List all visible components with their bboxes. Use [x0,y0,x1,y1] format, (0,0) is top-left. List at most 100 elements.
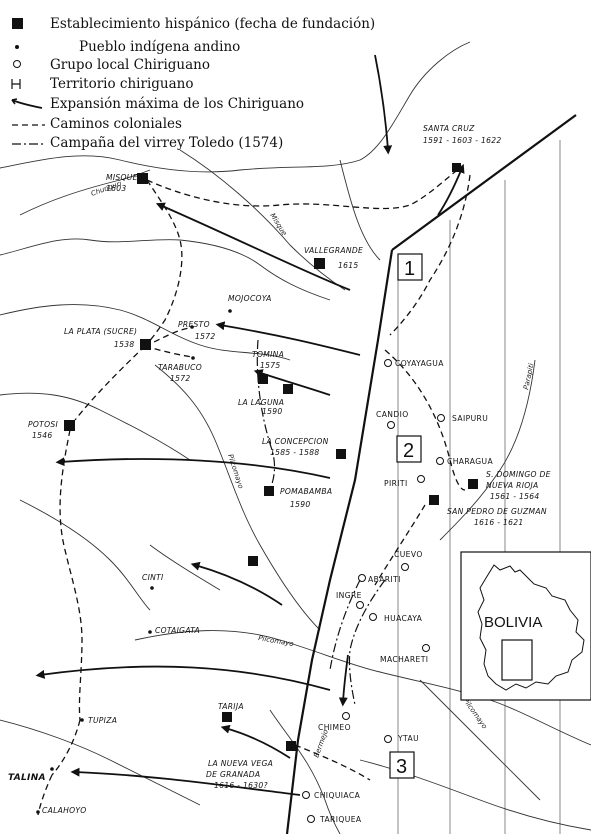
settlement-vallegrande-name: VALLEGRANDE [304,246,363,255]
andean-villages: PRESTO 1572 TARABUCO 1572 MOJOCOYA CINTI… [8,294,272,815]
settlement-potosi-marker [64,420,75,431]
village-tarabuco-marker [191,356,195,360]
river-tarija-branch [19,499,151,611]
settlement-s-domingo-name2: NUEVA RIOJA [486,481,539,490]
group-chiquiaca-name: CHIQUIACA [314,791,361,800]
group-ytau-name: YTAU [397,734,419,743]
river-pilcomayo-upper [154,364,321,631]
legend-territory-symbol [11,79,21,89]
group-huacaya-marker [369,613,377,621]
road-southeast-network [384,349,466,491]
settlement-tomina-name: TOMINA [252,350,284,359]
expansion-arrow [220,724,291,759]
settlement-la-plata-date: 1538 [114,340,135,349]
road-potosi-south [59,429,83,721]
river-label-bermejo: Bermejo [312,728,330,758]
road-laplata-tarabuco [144,345,193,358]
village-tupiza-marker [80,718,84,722]
hispanic-settlements: SANTA CRUZ 1591 - 1603 - 1622 MISQUE 160… [28,124,550,790]
road-east-frontier [389,174,471,336]
village-cotaigata-name: COTAIGATA [155,626,200,635]
group-saipuru-name: SAIPURU [452,414,488,423]
group-chiquiaca-marker [302,791,310,799]
settlement-santa-cruz-name: SANTA CRUZ [423,124,475,133]
legend-expansion-arrowhead [11,98,18,105]
settlement-la-concepcion-name: LA CONCEPCION [262,437,329,446]
river-rio-grande [0,238,331,301]
settlement-vallegrande-marker [314,258,325,269]
legend-andean-label: Pueblo indígena andino [79,39,240,55]
river-pilcomayo-lower [419,679,541,801]
settlement-pomabamba-date: 1590 [290,500,311,509]
road-tarija-east [294,744,371,781]
settlement-s-domingo-marker [468,479,478,489]
settlement-san-pedro-name: SAN PEDRO DE GUZMAN [447,507,547,516]
settlement-la-laguna-date: 1590 [262,407,283,416]
group-piriti-marker [417,475,425,483]
group-piriti-name: PIRITI [384,479,408,488]
colonial-roads [37,167,471,816]
settlement-la-plata-marker [140,339,151,350]
map-grid [397,140,561,834]
group-candio-name: CANDIO [376,410,409,419]
expansion-arrow [35,665,331,691]
village-cinti-marker [150,586,154,590]
zone-3-box [389,751,415,779]
group-ingre-marker [356,601,364,609]
group-chimeo-name: CHIMEO [318,723,351,732]
village-mojocoya-marker [228,309,232,313]
river-misque [179,149,346,291]
group-tariquea-name: TARIQUEA [319,815,362,824]
settlement-potosi-name: POTOSI [28,420,58,429]
settlement-vallegrande-date: 1615 [338,261,359,270]
river-label-pilcomayo-upper: Pilcomayo [226,453,245,490]
legend-campaign-label: Campaña del virrey Toledo (1574) [50,135,283,151]
settlement-pomabamba-name: POMABAMBA [280,487,332,496]
group-ytau-marker [384,735,392,743]
settlement-unnamed-marker [248,556,258,566]
village-mojocoya-name: MOJOCOYA [228,294,272,303]
road-misque-east [146,167,461,210]
expansion-arrow [374,54,393,155]
zone-2-number: 2 [403,440,414,462]
village-talina-name: TALINA [8,773,46,783]
zone-1-box [397,253,423,281]
village-presto-name: PRESTO [178,320,210,329]
settlement-san-pedro-date: 1616 - 1621 [474,518,524,527]
river-tributary-west [0,392,191,461]
expansion-arrow [338,654,349,707]
settlement-la-laguna-name: LA LAGUNA [238,398,284,407]
river-cotaigata [149,544,221,591]
expansion-arrow [190,561,283,606]
settlement-la-nueva-vega-date: 1616 - 1630? [214,781,268,790]
settlement-potosi-date: 1546 [32,431,53,440]
village-calahoyo-name: CALAHOYO [42,806,87,815]
village-presto-marker [190,325,194,329]
bolivia-outline [477,564,585,691]
chiriguano-territory-line [285,114,577,834]
settlement-santa-cruz-date: 1591 - 1603 - 1622 [423,136,502,145]
group-tariquea-marker [307,815,315,823]
river-label-parapiti: Parapiti [522,363,535,391]
settlement-misque-marker [137,173,148,184]
group-cuevo-name: CUEVO [394,550,423,559]
toledo-campaign [256,339,386,706]
river-pilcomayo-middle [134,630,591,746]
zone-2-box [396,435,422,463]
group-coyayagua-name: COYAYAGUA [395,359,444,368]
road-cordillera [374,504,426,586]
river-bermejo [269,709,341,834]
settlement-la-concepcion-date: 1585 - 1588 [270,448,320,457]
campaign-route-west [329,579,361,671]
settlement-la-nueva-vega-name2: DE GRANADA [206,770,260,779]
settlement-la-laguna-marker [283,384,293,394]
legend-hispanic-label: Establecimiento hispánico (fecha de fund… [50,16,375,32]
village-talina-marker [50,767,54,771]
road-misque-laplata [144,179,183,347]
settlement-misque-date: 1603 [106,184,127,193]
settlement-pomabamba-marker [264,486,274,496]
river-central [0,304,291,361]
settlement-santa-cruz-marker [452,163,461,172]
road-tupiza-talina [51,719,81,776]
